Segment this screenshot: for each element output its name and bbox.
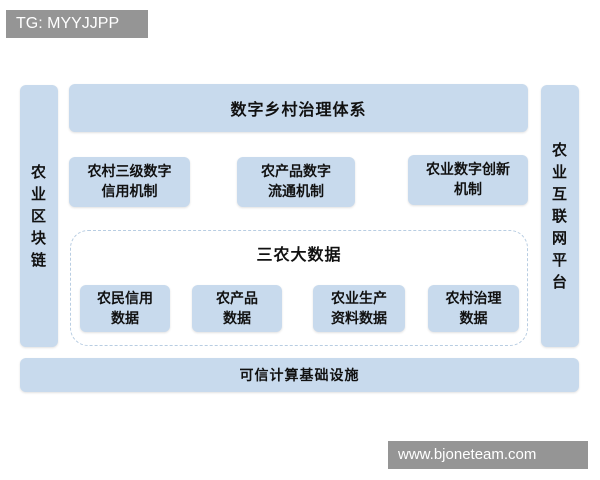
right-pillar-char: 台 bbox=[551, 273, 568, 291]
mechanism-line: 农产品数字 bbox=[261, 164, 331, 180]
data-item-line: 农民信用 bbox=[97, 290, 153, 307]
left-pillar-text: 农 业 区 块 链 bbox=[31, 161, 47, 271]
left-pillar-char: 业 bbox=[30, 185, 47, 203]
governance-system-title: 数字乡村治理体系 bbox=[230, 100, 367, 119]
data-item-line: 数据 bbox=[111, 310, 139, 327]
right-pillar-char: 平 bbox=[551, 251, 568, 269]
mechanism-box-innovation: 农业数字创新 机制 bbox=[408, 155, 528, 205]
left-pillar-char: 农 bbox=[30, 163, 47, 181]
data-item-line: 数据 bbox=[459, 310, 488, 327]
watermark-bottom-right: www.bjoneteam.com bbox=[388, 441, 588, 469]
data-item-production-materials: 农业生产 资料数据 bbox=[313, 285, 405, 332]
data-item-line: 资料数据 bbox=[331, 310, 387, 327]
data-item-agri-products: 农产品 数据 bbox=[192, 285, 282, 332]
data-item-line: 农业生产 bbox=[331, 290, 387, 307]
watermark-top-left: TG: MYYJJPP bbox=[6, 10, 148, 38]
data-item-farmer-credit: 农民信用 数据 bbox=[80, 285, 170, 332]
right-pillar-internet-platform: 农 业 互 联 网 平 台 bbox=[541, 85, 579, 347]
mechanism-box-credit: 农村三级数字 信用机制 bbox=[69, 157, 190, 207]
right-pillar-char: 网 bbox=[551, 229, 568, 247]
mechanism-line: 农村三级数字 bbox=[87, 164, 172, 180]
right-pillar-text: 农 业 互 联 网 平 台 bbox=[552, 139, 568, 293]
governance-system-title-box: 数字乡村治理体系 bbox=[69, 84, 528, 132]
data-item-line: 农村治理 bbox=[445, 290, 502, 307]
data-item-line: 数据 bbox=[223, 310, 251, 327]
mechanism-line: 农业数字创新 bbox=[426, 162, 510, 178]
big-data-region bbox=[70, 230, 528, 346]
right-pillar-char: 联 bbox=[551, 207, 568, 225]
foundation-label: 可信计算基础设施 bbox=[239, 368, 360, 384]
left-pillar-char: 块 bbox=[30, 229, 47, 247]
left-pillar-char: 区 bbox=[30, 207, 47, 225]
trusted-computing-foundation: 可信计算基础设施 bbox=[20, 358, 579, 392]
right-pillar-char: 互 bbox=[551, 185, 568, 203]
data-item-line: 农产品 bbox=[216, 290, 258, 307]
data-item-rural-governance: 农村治理 数据 bbox=[428, 285, 519, 332]
mechanism-line: 机制 bbox=[454, 182, 482, 198]
big-data-title: 三农大数据 bbox=[256, 245, 342, 264]
left-pillar-char: 链 bbox=[30, 251, 47, 269]
left-pillar-blockchain: 农 业 区 块 链 bbox=[20, 85, 58, 347]
mechanism-line: 流通机制 bbox=[268, 184, 324, 200]
mechanism-box-circulation: 农产品数字 流通机制 bbox=[237, 157, 355, 207]
right-pillar-char: 业 bbox=[551, 163, 568, 181]
right-pillar-char: 农 bbox=[551, 141, 568, 159]
mechanism-line: 信用机制 bbox=[101, 184, 158, 200]
